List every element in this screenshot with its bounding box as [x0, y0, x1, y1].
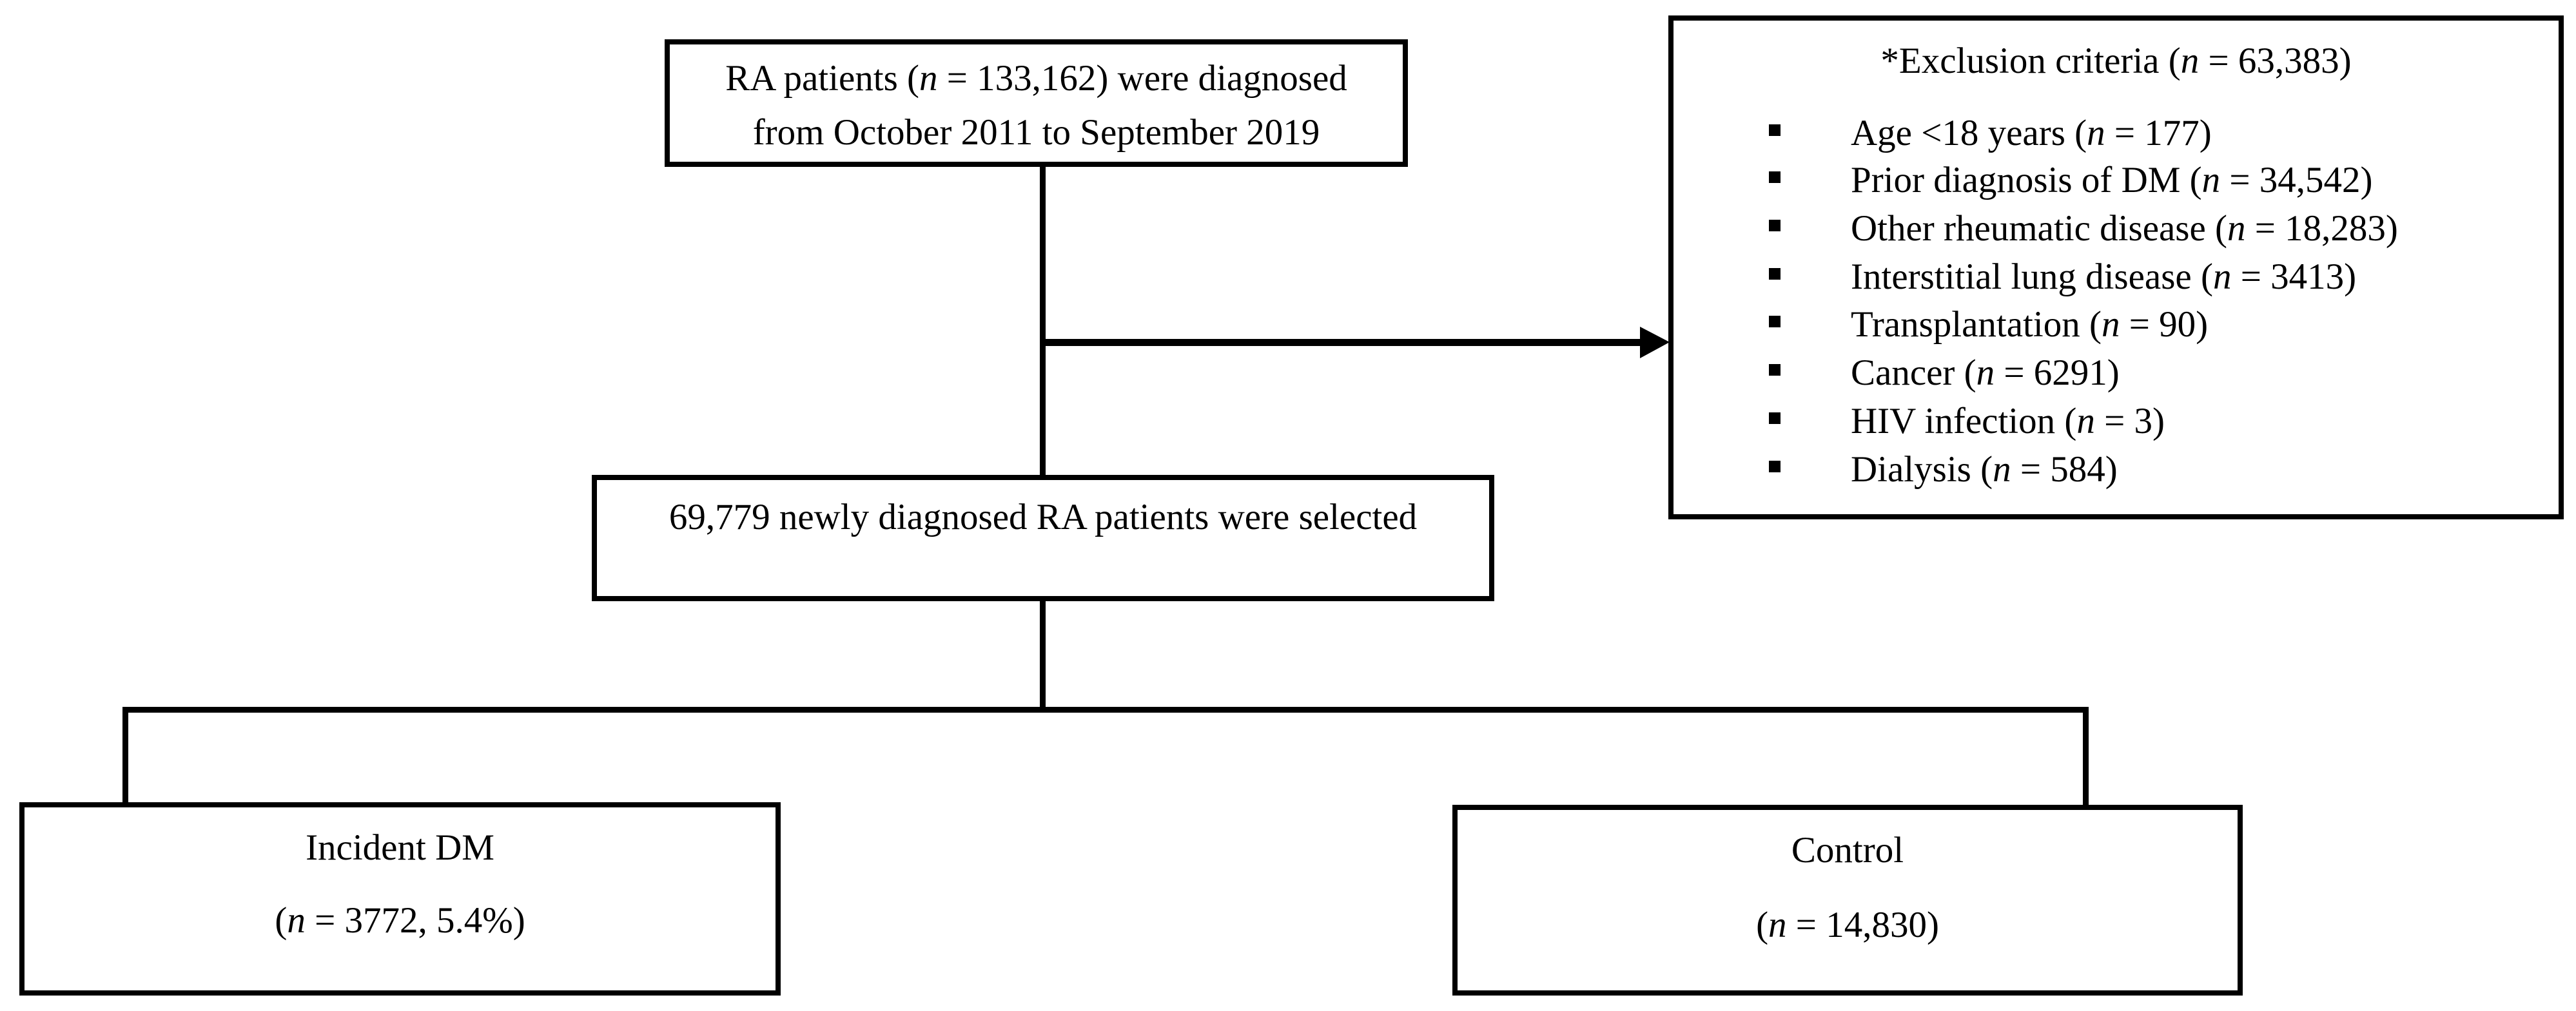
connector-source-to-selected — [1040, 165, 1046, 477]
exclusion-item-hiv: HIV infection (n = 3) — [1851, 401, 2165, 441]
connector-split-to-control — [2083, 707, 2089, 805]
selected-cohort-box: 69,779 newly diagnosed RA patients were … — [592, 475, 1494, 601]
exclusion-item-transplantation: Transplantation (n = 90) — [1851, 304, 2209, 345]
connector-branch-to-exclusion — [1042, 339, 1645, 346]
bullet-icon — [1769, 412, 1781, 424]
control-label: Control — [1791, 830, 1904, 871]
exclusion-item-cancer: Cancer (n = 6291) — [1851, 352, 2120, 393]
source-population-box: RA patients (n = 133,162) were diagnosed… — [665, 39, 1408, 167]
split-horizontal-line — [122, 707, 2089, 713]
exclusion-item-rheumatic: Other rheumatic disease (n = 18,283) — [1851, 208, 2398, 249]
bullet-icon — [1769, 316, 1781, 327]
connector-split-to-incident — [122, 707, 128, 805]
exclusion-criteria-title: *Exclusion criteria (n = 63,383) — [1880, 41, 2352, 81]
exclusion-criteria-box: *Exclusion criteria (n = 63,383) Age <18… — [1668, 15, 2564, 519]
control-count: (n = 14,830) — [1756, 905, 1939, 945]
exclusion-item-dialysis: Dialysis (n = 584) — [1851, 449, 2118, 490]
exclusion-item-ild: Interstitial lung disease (n = 3413) — [1851, 256, 2357, 297]
incident-dm-label: Incident DM — [306, 827, 494, 868]
control-box: Control (n = 14,830) — [1452, 805, 2243, 996]
bullet-icon — [1769, 461, 1781, 472]
exclusion-item-prior-dm: Prior diagnosis of DM (n = 34,542) — [1851, 160, 2373, 200]
bullet-icon — [1769, 268, 1781, 280]
bullet-icon — [1769, 220, 1781, 231]
incident-dm-count: (n = 3772, 5.4%) — [275, 900, 525, 941]
bullet-icon — [1769, 364, 1781, 376]
connector-selected-to-split — [1040, 599, 1046, 712]
source-population-line-2: from October 2011 to September 2019 — [752, 112, 1320, 153]
selected-cohort-text: 69,779 newly diagnosed RA patients were … — [668, 497, 1418, 537]
bullet-icon — [1769, 171, 1781, 183]
bullet-icon — [1769, 124, 1781, 136]
exclusion-item-age: Age <18 years (n = 177) — [1851, 113, 2212, 153]
incident-dm-box: Incident DM (n = 3772, 5.4%) — [19, 802, 781, 996]
source-population-line-1: RA patients (n = 133,162) were diagnosed — [725, 58, 1347, 99]
